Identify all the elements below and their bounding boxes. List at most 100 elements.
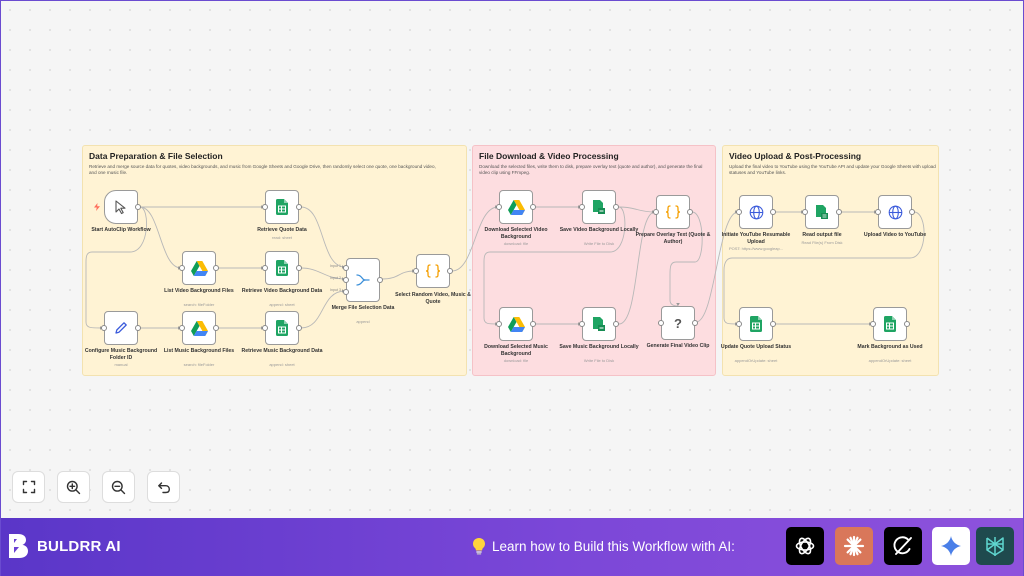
output-port[interactable] (135, 204, 141, 210)
input-port[interactable] (802, 209, 808, 215)
lightbulb-icon (473, 538, 485, 555)
node-label: Retrieve Video Background Data (241, 288, 323, 294)
output-port[interactable] (213, 265, 219, 271)
gemini-icon (941, 536, 961, 556)
list-music-background-node[interactable] (179, 311, 219, 345)
input-port[interactable] (653, 209, 659, 215)
output-port[interactable] (213, 325, 219, 331)
claude-icon (843, 535, 865, 557)
retrieve-quote-data-node[interactable] (262, 190, 302, 224)
input-port[interactable] (262, 204, 268, 210)
brand-logo[interactable]: BULDRR AI (7, 532, 121, 560)
mark-background-used-node[interactable] (870, 307, 910, 341)
input-port[interactable] (262, 325, 268, 331)
zoom-in-button[interactable] (57, 471, 90, 503)
node-subtitle: search: fileFolder (183, 362, 215, 367)
initiate-youtube-upload-node[interactable] (736, 195, 776, 229)
input-port[interactable] (262, 265, 268, 271)
fit-view-button[interactable] (12, 471, 45, 503)
input-port[interactable] (736, 209, 742, 215)
claude-button[interactable] (835, 527, 873, 565)
output-port[interactable] (296, 204, 302, 210)
cta-text: Learn how to Build this Workflow with AI… (492, 538, 735, 554)
output-port[interactable] (836, 209, 842, 215)
download-video-background-node[interactable] (496, 190, 536, 224)
output-port[interactable] (770, 321, 776, 327)
input-port[interactable] (496, 321, 502, 327)
zoom-out-button[interactable] (102, 471, 135, 503)
input-port[interactable] (179, 325, 185, 331)
input-port[interactable] (579, 321, 585, 327)
code-braces-icon (425, 264, 441, 278)
perplexity-button[interactable] (976, 527, 1014, 565)
input-port-2[interactable] (343, 277, 349, 283)
node-label: Prepare Overlay Text (Quote & Author) (635, 232, 711, 245)
input-port[interactable] (101, 325, 107, 331)
output-port[interactable] (613, 204, 619, 210)
generate-final-clip-node[interactable]: ? (658, 306, 698, 340)
output-port[interactable] (135, 325, 141, 331)
output-port[interactable] (296, 325, 302, 331)
google-sheets-icon (750, 316, 762, 332)
output-port[interactable] (530, 204, 536, 210)
grok-button[interactable] (884, 527, 922, 565)
input-port-3[interactable] (343, 289, 349, 295)
download-music-background-node[interactable] (496, 307, 536, 341)
node-subtitle: download: file (503, 241, 529, 246)
output-port[interactable] (377, 277, 383, 283)
select-random-node[interactable] (413, 254, 453, 288)
retrieve-music-background-data-node[interactable] (262, 311, 302, 345)
input-port[interactable] (875, 209, 881, 215)
google-drive-icon (190, 260, 208, 276)
read-output-file-node[interactable] (802, 195, 842, 229)
output-port[interactable] (613, 321, 619, 327)
prepare-overlay-text-node[interactable] (653, 195, 693, 229)
output-port[interactable] (904, 321, 910, 327)
input-port[interactable] (496, 204, 502, 210)
configure-music-folder-node[interactable] (101, 311, 141, 345)
input-port[interactable] (179, 265, 185, 271)
workflow-canvas[interactable]: Data Preparation & File Selection Retrie… (0, 0, 1024, 518)
output-port[interactable] (530, 321, 536, 327)
section-description: Download the selected files, write them … (479, 164, 703, 176)
chatgpt-button[interactable] (786, 527, 824, 565)
grok-icon (893, 536, 912, 555)
gemini-button[interactable] (932, 527, 970, 565)
save-video-background-node[interactable] (579, 190, 619, 224)
globe-icon (888, 205, 902, 219)
input-port[interactable] (579, 204, 585, 210)
section-video-upload[interactable]: Video Upload & Post-Processing Upload th… (722, 145, 939, 376)
google-drive-icon (507, 199, 525, 215)
update-quote-status-node[interactable] (736, 307, 776, 341)
input-port[interactable] (413, 268, 419, 274)
output-port[interactable] (770, 209, 776, 215)
node-label: Read output file (802, 232, 842, 238)
section-title: Video Upload & Post-Processing (729, 151, 862, 161)
input-port[interactable] (870, 321, 876, 327)
node-label: Merge File Selection Data (331, 305, 395, 311)
upload-video-youtube-node[interactable] (875, 195, 915, 229)
section-file-download[interactable]: File Download & Video Processing Downloa… (472, 145, 716, 376)
fit-view-icon (22, 480, 35, 494)
output-port[interactable] (687, 209, 693, 215)
zoom-in-icon (66, 480, 81, 494)
node-label: Start AutoClip Workflow (91, 227, 151, 233)
merge-file-selection-node[interactable] (343, 258, 383, 302)
save-music-background-node[interactable] (579, 307, 619, 341)
output-port[interactable] (909, 209, 915, 215)
node-label: List Music Background Files (163, 348, 235, 354)
undo-button[interactable] (147, 471, 180, 503)
input-port[interactable] (658, 320, 664, 326)
output-port[interactable] (296, 265, 302, 271)
node-subtitle: POST: https://www.googleap... (728, 246, 784, 251)
section-title: Data Preparation & File Selection (89, 151, 223, 161)
output-port[interactable] (447, 268, 453, 274)
retrieve-video-background-data-node[interactable] (262, 251, 302, 285)
input-port-1[interactable] (343, 265, 349, 271)
start-autoclip-node[interactable] (104, 190, 141, 224)
list-video-background-node[interactable] (179, 251, 219, 285)
node-subtitle: appendOrUpdate: sheet (868, 358, 912, 363)
node-subtitle: append (356, 319, 370, 324)
input-port[interactable] (736, 321, 742, 327)
output-port[interactable] (692, 320, 698, 326)
